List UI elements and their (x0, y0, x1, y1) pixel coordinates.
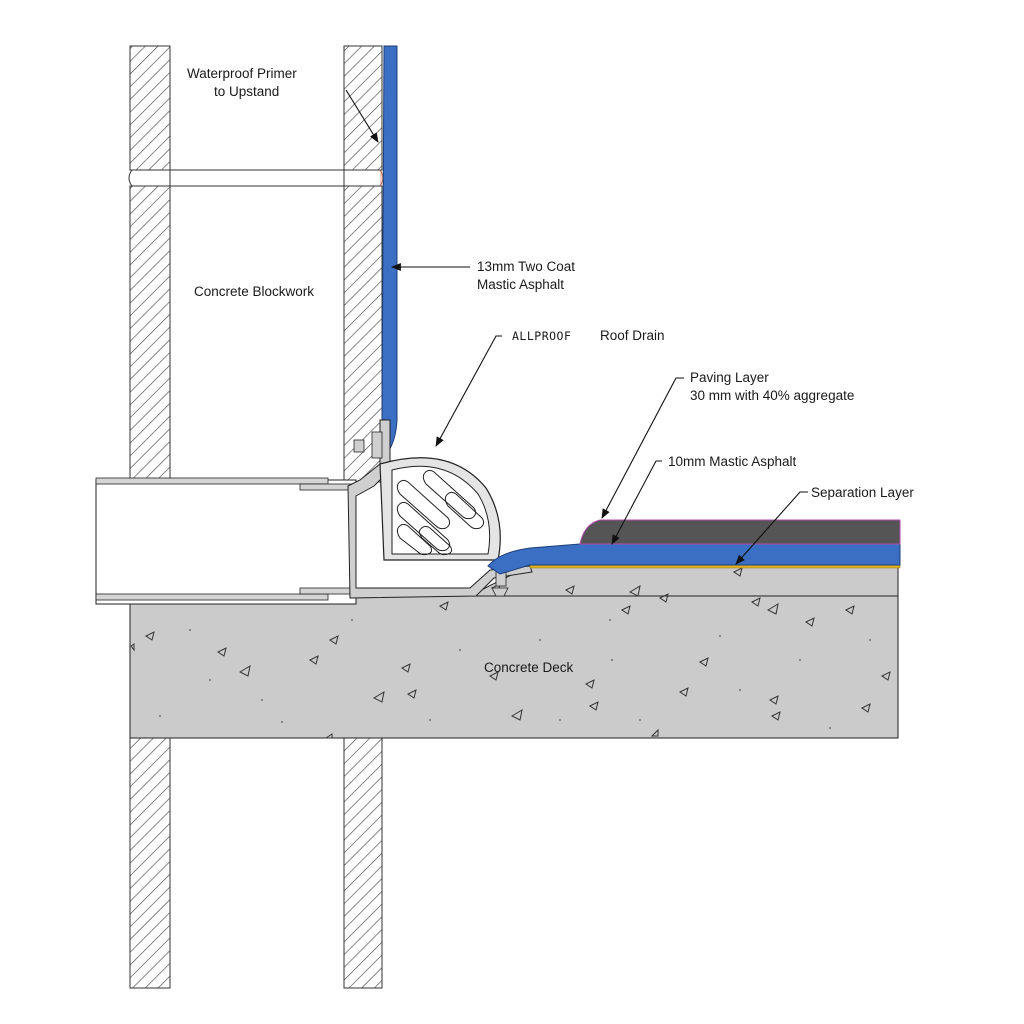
cavity-outline (169, 46, 345, 988)
paving-layer (579, 519, 901, 545)
drain-grating (379, 457, 501, 561)
label-asphalt13-line2: Mastic Asphalt (477, 277, 564, 292)
label-separation: Separation Layer (811, 485, 914, 500)
aggregate-dots (159, 619, 871, 729)
label-asphalt13-line1: 13mm Two Coat (477, 259, 575, 274)
label-blockwork: Concrete Blockwork (194, 284, 314, 299)
label-deck: Concrete Deck (484, 660, 574, 675)
outlet-pipe (95, 477, 357, 605)
asphalt-horizontal (487, 543, 901, 575)
aggregate-marks (130, 567, 891, 739)
label-drain-name: Roof Drain (600, 328, 665, 343)
label-primer-line1: Waterproof Primer (187, 66, 297, 81)
label-primer-line2: to Upstand (214, 84, 279, 99)
block-joint (128, 169, 384, 187)
leader-lines (345, 89, 808, 565)
asphalt-upstand (381, 45, 398, 460)
roof-drain-body (347, 419, 533, 599)
label-paving-line1: Paving Layer (690, 370, 769, 385)
label-paving-line2: 30 mm with 40% aggregate (690, 388, 854, 403)
label-asphalt10: 10mm Mastic Asphalt (668, 454, 797, 469)
label-drain-brand: ALLPROOF (512, 329, 571, 343)
